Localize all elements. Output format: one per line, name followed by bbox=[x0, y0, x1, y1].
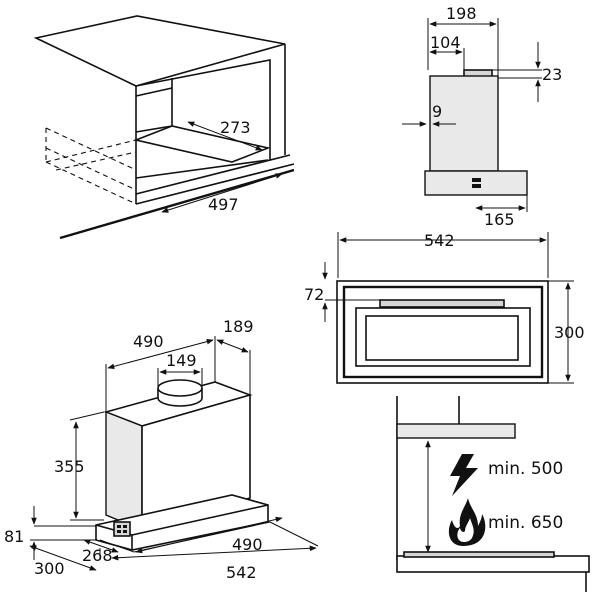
cabinet-view: 273 497 bbox=[33, 15, 295, 240]
electric-clearance-label: min. 500 bbox=[488, 459, 563, 479]
dim-bottom-width: 542 bbox=[424, 231, 455, 250]
dim-iso-base-depth: 300 bbox=[34, 559, 65, 578]
gas-clearance-label: min. 650 bbox=[488, 513, 563, 533]
dim-filter-offset: 72 bbox=[304, 285, 324, 304]
clearance-view: min. 500 min. 650 bbox=[396, 396, 590, 592]
bottom-view: 542 72 300 bbox=[304, 231, 585, 384]
dim-side-total-depth: 198 bbox=[446, 4, 477, 23]
dim-cabinet-depth: 273 bbox=[220, 118, 251, 137]
dim-iso-top-width: 490 bbox=[133, 332, 164, 351]
dim-iso-outlet: 149 bbox=[166, 351, 197, 370]
dim-chimney-offset: 104 bbox=[430, 33, 461, 52]
lightning-icon bbox=[450, 454, 478, 496]
dim-iso-base-depth-inner: 268 bbox=[82, 546, 113, 565]
dim-wall-gap: 9 bbox=[432, 102, 442, 121]
iso-view: 490 189 149 355 81 300 268 490 542 bbox=[4, 317, 319, 582]
side-view: 198 104 23 9 165 bbox=[402, 4, 562, 229]
dim-cabinet-width: 497 bbox=[208, 195, 239, 214]
dim-iso-overall-width: 542 bbox=[226, 563, 257, 582]
dim-iso-top-depth: 189 bbox=[223, 317, 254, 336]
dim-iso-base-height: 81 bbox=[4, 527, 24, 546]
dim-bottom-depth: 300 bbox=[554, 323, 585, 342]
dim-iso-height: 355 bbox=[54, 457, 85, 476]
dim-chimney-height: 23 bbox=[542, 65, 562, 84]
dim-rear-depth: 165 bbox=[484, 210, 515, 229]
